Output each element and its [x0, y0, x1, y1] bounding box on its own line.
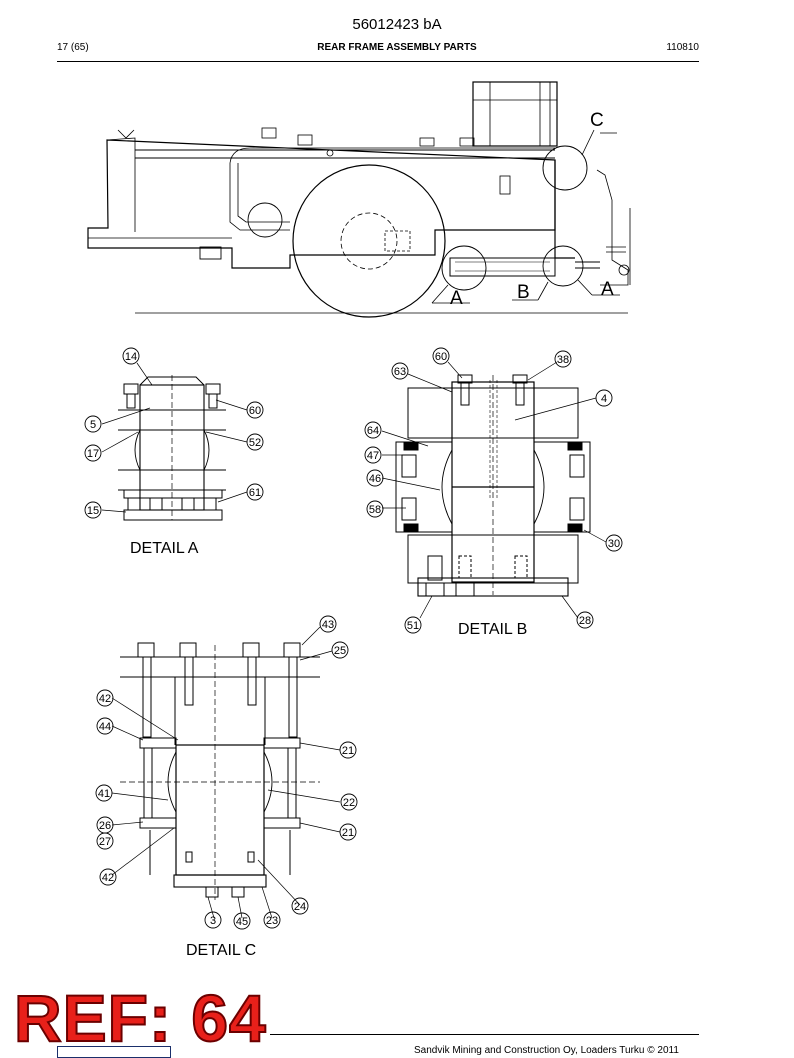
callout-c-42-top: 42: [99, 693, 111, 705]
callout-b-47: 47: [367, 450, 379, 462]
callout-a-5: 5: [90, 419, 96, 431]
callout-b-38: 38: [557, 354, 569, 366]
callout-c-21-bottom: 21: [342, 827, 354, 839]
callout-c-42-bottom: 42: [102, 872, 114, 884]
callout-b-4: 4: [601, 393, 607, 405]
callout-numbers: 14 60 5 52 17 61 15 60 38 63 4 64 47 46 …: [87, 351, 620, 928]
callout-c-25: 25: [334, 645, 346, 657]
callout-a-61: 61: [249, 487, 261, 499]
ref-stamp: REF: 64: [13, 981, 267, 1055]
callout-c-26: 26: [99, 820, 111, 832]
callout-b-58: 58: [369, 504, 381, 516]
view-label-c: C: [590, 110, 604, 131]
callout-a-14: 14: [125, 351, 137, 363]
callout-b-64: 64: [367, 425, 379, 437]
detail-c-drawing: [120, 642, 320, 900]
callout-a-52: 52: [249, 437, 261, 449]
callout-b-30: 30: [608, 538, 620, 550]
callout-b-63: 63: [394, 366, 406, 378]
detail-b-drawing: [395, 374, 591, 597]
callout-c-44: 44: [99, 721, 111, 733]
callout-c-24: 24: [294, 901, 306, 913]
callout-c-45: 45: [236, 916, 248, 928]
document-id: 56012423 bA: [352, 16, 442, 33]
view-label-b: B: [517, 282, 530, 303]
view-label-a-left: A: [450, 288, 463, 309]
view-label-a-right: A: [601, 279, 614, 300]
header-rule: [57, 61, 699, 62]
detail-a-title: DETAIL A: [130, 540, 199, 557]
callout-a-15: 15: [87, 505, 99, 517]
sandvik-logo: [57, 1046, 171, 1058]
callout-b-46: 46: [369, 473, 381, 485]
footer-rule: [270, 1034, 699, 1035]
callout-c-43: 43: [322, 619, 334, 631]
detail-a-drawing: [118, 375, 226, 521]
document-code: 110810: [666, 42, 699, 53]
page-number: 17 (65): [57, 42, 89, 53]
detail-b-title: DETAIL B: [458, 621, 528, 638]
footer-copyright: Sandvik Mining and Construction Oy, Load…: [414, 1045, 679, 1056]
callout-c-22: 22: [343, 797, 355, 809]
callout-leaders: [101, 361, 607, 919]
detail-c-title: DETAIL C: [186, 942, 257, 959]
callout-a-60: 60: [249, 405, 261, 417]
callout-b-51: 51: [407, 620, 419, 632]
rear-frame-side-view: [87, 81, 631, 318]
callout-a-17: 17: [87, 448, 99, 460]
page-title: REAR FRAME ASSEMBLY PARTS: [317, 42, 477, 53]
callout-c-41: 41: [98, 788, 110, 800]
callout-c-21-top: 21: [342, 745, 354, 757]
callout-c-3: 3: [210, 915, 216, 927]
callout-b-60: 60: [435, 351, 447, 363]
callout-b-28: 28: [579, 615, 591, 627]
callout-c-23: 23: [266, 915, 278, 927]
callout-markers: [84, 347, 623, 930]
callout-c-27: 27: [99, 836, 111, 848]
